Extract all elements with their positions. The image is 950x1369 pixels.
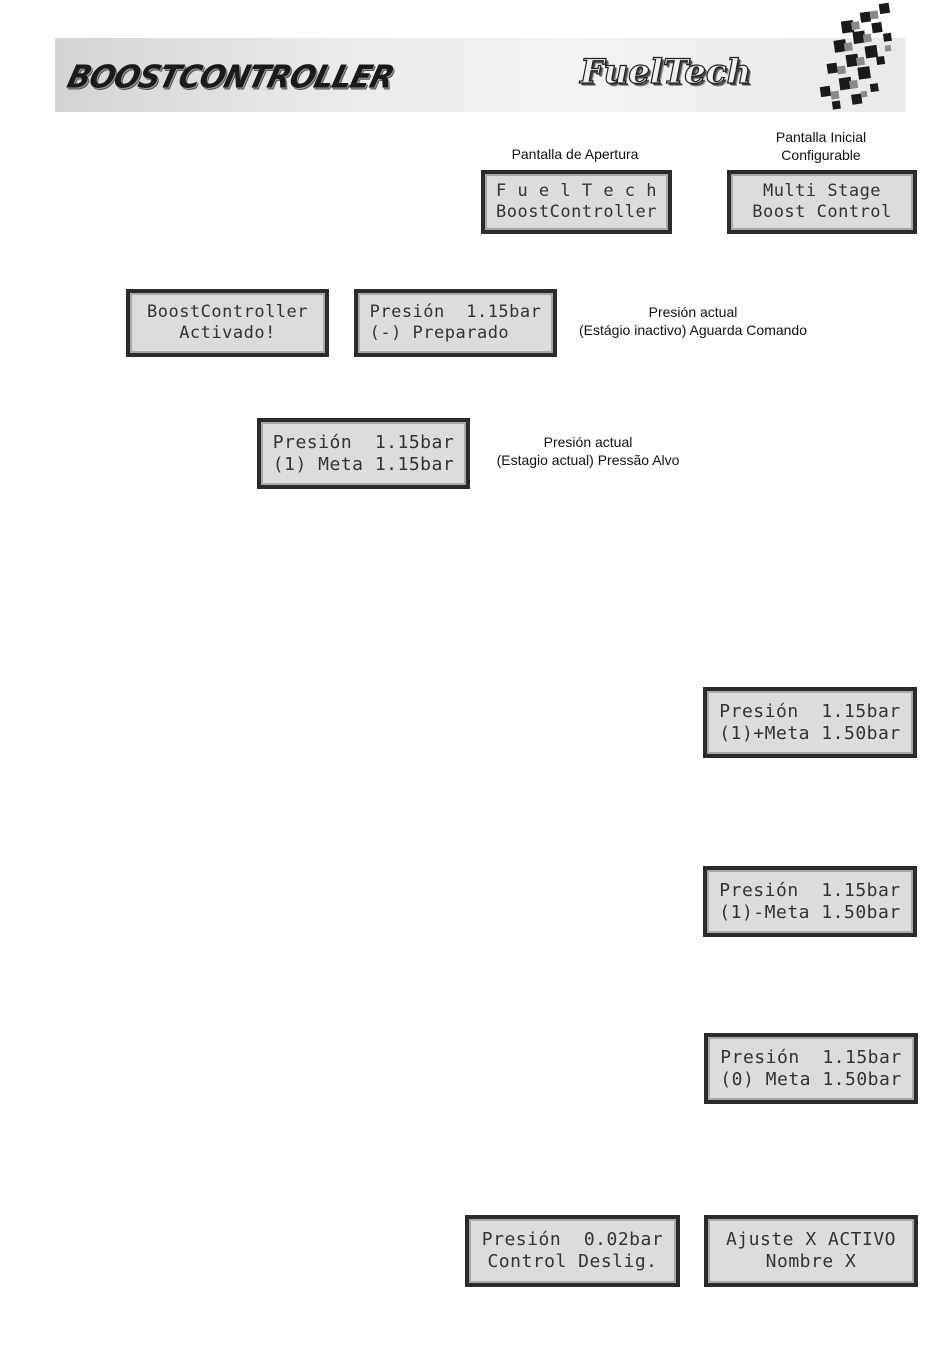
lcd-stage1-minus: Presión 1.15bar (1)-Meta 1.50bar bbox=[703, 866, 917, 937]
lcd-line-1: Ajuste X ACTIVO bbox=[725, 1229, 897, 1250]
lcd-stage0: Presión 1.15bar (0) Meta 1.50bar bbox=[704, 1033, 918, 1104]
lcd-line-1: Presión 1.15bar bbox=[719, 700, 901, 722]
opening-screen-caption-text: Pantalla de Apertura bbox=[511, 146, 639, 162]
lcd-line-2: (-) Preparado bbox=[369, 323, 542, 343]
header-band bbox=[55, 38, 905, 112]
lcd-line-2: (0) Meta 1.50bar bbox=[720, 1068, 902, 1090]
caption-line-1: Presión actual bbox=[648, 304, 738, 320]
lcd-ready: Presión 1.15bar (-) Preparado bbox=[354, 289, 557, 357]
caption-line-2: (Estagio actual) Pressão Alvo bbox=[496, 452, 680, 468]
fueltech-logo: FuelTech bbox=[579, 51, 752, 92]
initial-screen-caption-line2: Configurable bbox=[781, 147, 861, 163]
lcd-activated: BoostController Activado! bbox=[126, 289, 329, 357]
lcd-line-2: (1)-Meta 1.50bar bbox=[719, 901, 901, 923]
lcd-stage1: Presión 1.15bar (1) Meta 1.15bar bbox=[257, 418, 470, 489]
lcd-line-1: Presión 1.15bar bbox=[272, 431, 455, 453]
lcd-line-2: BoostController bbox=[495, 202, 658, 222]
checkered-flag-icon bbox=[819, 2, 892, 110]
lcd-line-2: Boost Control bbox=[752, 202, 892, 222]
caption-line-1: Presión actual bbox=[543, 434, 633, 450]
lcd-stage1-plus: Presión 1.15bar (1)+Meta 1.50bar bbox=[703, 687, 917, 758]
lcd-line-2: (1)+Meta 1.50bar bbox=[719, 722, 901, 744]
lcd-line-2: (1) Meta 1.15bar bbox=[272, 453, 455, 475]
lcd-adjust-active: Ajuste X ACTIVO Nombre X bbox=[704, 1215, 918, 1287]
lcd-line-2: Activado! bbox=[179, 323, 276, 343]
lcd-line-1: Presión 1.15bar bbox=[720, 1046, 902, 1068]
lcd-control-off: Presión 0.02bar Control Deslig. bbox=[465, 1215, 680, 1287]
lcd-line-1: Presión 0.02bar bbox=[481, 1229, 664, 1250]
lcd-opening-screen: F u e l T e c h BoostController bbox=[481, 170, 672, 234]
current-pressure-caption-active: Presión actual (Estagio actual) Pressão … bbox=[478, 433, 698, 469]
lcd-initial-screen: Multi Stage Boost Control bbox=[727, 170, 917, 234]
lcd-line-2: Control Deslig. bbox=[487, 1251, 658, 1272]
lcd-line-1: F u e l T e c h bbox=[495, 181, 658, 201]
opening-screen-caption: Pantalla de Apertura bbox=[482, 145, 668, 163]
lcd-line-1: BoostController bbox=[146, 302, 309, 322]
boostcontroller-logo: BOOSTCONTROLLER bbox=[63, 59, 398, 96]
initial-screen-caption-line1: Pantalla Inicial bbox=[775, 129, 867, 145]
initial-screen-caption: Pantalla Inicial Configurable bbox=[728, 128, 914, 164]
caption-line-2: (Estágio inactivo) Aguarda Comando bbox=[578, 322, 808, 338]
lcd-line-1: Multi Stage bbox=[762, 181, 882, 201]
lcd-line-1: Presión 1.15bar bbox=[719, 879, 901, 901]
lcd-line-2: Nombre X bbox=[765, 1251, 857, 1272]
lcd-line-1: Presión 1.15bar bbox=[369, 302, 542, 322]
current-pressure-caption-inactive: Presión actual (Estágio inactivo) Aguard… bbox=[562, 303, 824, 339]
